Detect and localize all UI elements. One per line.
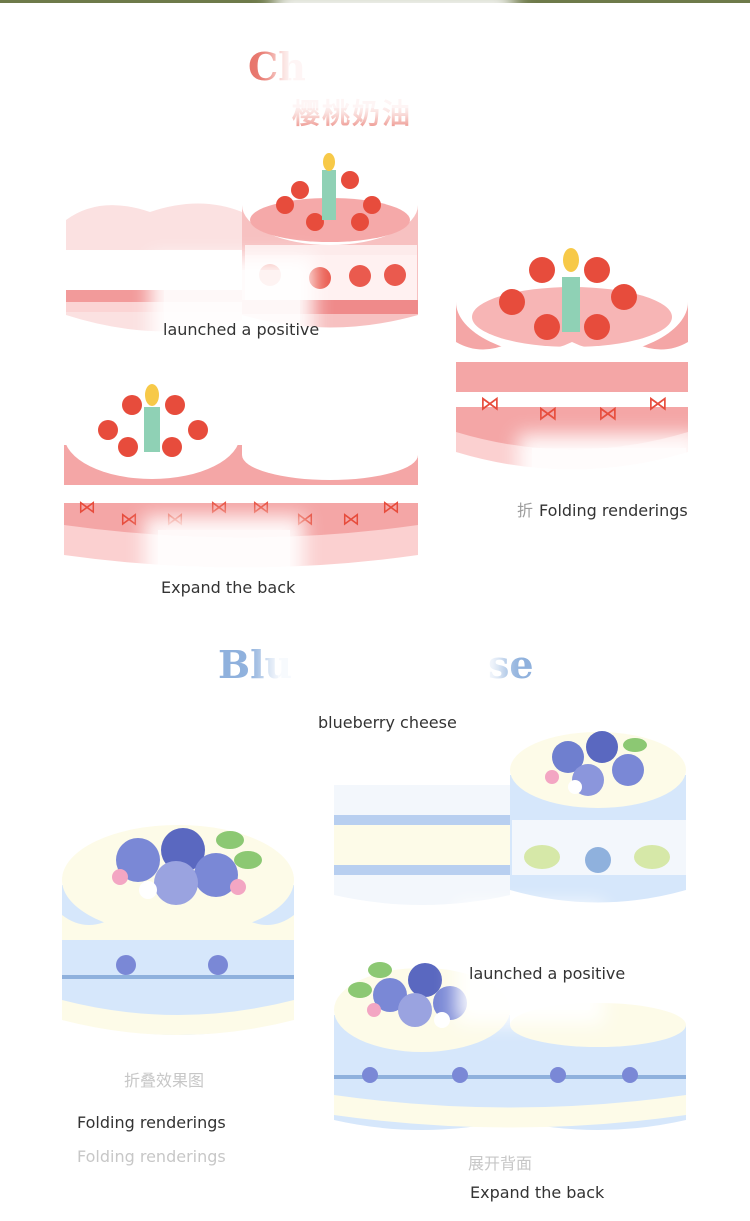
svg-text:⋈: ⋈ [78, 497, 96, 518]
blueberry-back-faint-cn: 展开背面 [468, 1154, 533, 1173]
blueberry-section-title-right: se [488, 642, 534, 687]
cherry-folding-text: Folding renderings [539, 501, 688, 520]
cherry-positive-caption: launched a positive [163, 320, 320, 339]
svg-text:⋈: ⋈ [210, 497, 228, 518]
blueberry-folding-faint-cn: 折叠效果图 [124, 1071, 205, 1090]
cherry-cake-folded-image: ⋈ ⋈ ⋈ ⋈ [456, 246, 688, 470]
blueberry-subtitle: blueberry cheese [318, 713, 457, 732]
svg-text:⋈: ⋈ [166, 509, 184, 530]
svg-text:⋈: ⋈ [648, 391, 668, 415]
cherry-back-caption: Expand the back [161, 578, 296, 597]
caption-blur-overlay [532, 448, 686, 540]
caption-blur-overlay [470, 918, 590, 1010]
blueberry-folding-caption: Folding renderings [77, 1113, 226, 1132]
svg-text:⋈: ⋈ [342, 509, 360, 530]
blueberry-positive-caption: launched a positive [469, 964, 626, 983]
caption-blur-overlay [158, 530, 290, 638]
svg-text:⋈: ⋈ [538, 401, 558, 425]
caption-blur-overlay [120, 1060, 240, 1090]
blueberry-cake-open-image [334, 731, 686, 905]
blueberry-cake-back-image [334, 962, 686, 1130]
svg-text:⋈: ⋈ [120, 509, 138, 530]
caption-blur-overlay [164, 270, 300, 382]
cherry-folding-caption: 折 Folding renderings [517, 497, 688, 521]
blueberry-back-caption: Expand the back [470, 1183, 605, 1202]
blueberry-folding-faint: Folding renderings [77, 1147, 226, 1166]
cherry-folding-glyph: 折 [517, 501, 534, 520]
title-blur-overlay [278, 648, 490, 764]
top-divider [0, 0, 750, 3]
svg-text:⋈: ⋈ [598, 401, 618, 425]
svg-text:⋈: ⋈ [252, 497, 270, 518]
svg-text:⋈: ⋈ [382, 497, 400, 518]
title-blur-overlay [288, 4, 500, 108]
svg-text:⋈: ⋈ [480, 391, 500, 415]
blueberry-cake-folded-image [62, 825, 294, 1035]
svg-text:⋈: ⋈ [296, 509, 314, 530]
